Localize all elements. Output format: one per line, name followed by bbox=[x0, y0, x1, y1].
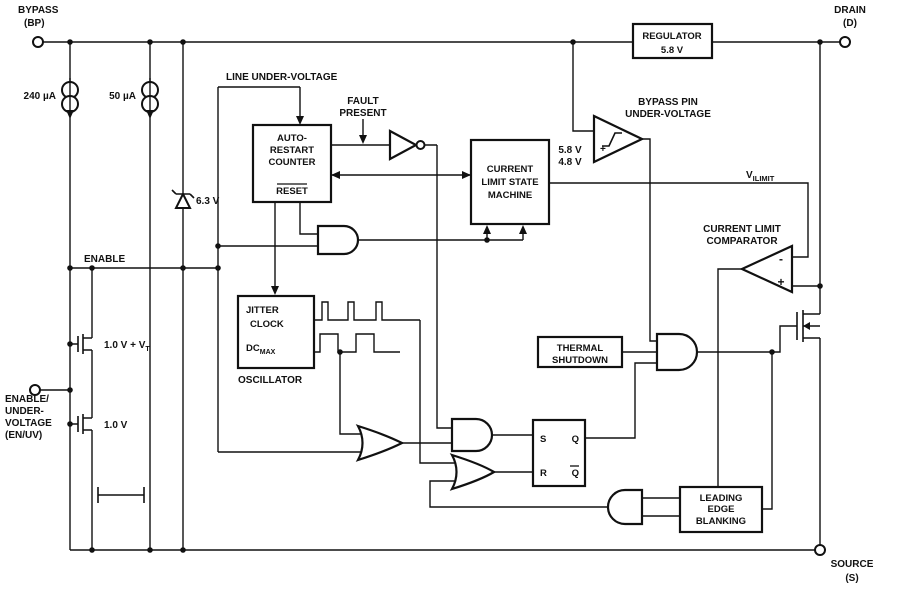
current-limit-comparator-label-1: CURRENT LIMIT bbox=[703, 224, 781, 235]
zener-diode bbox=[171, 189, 195, 209]
and-gate-leb bbox=[606, 488, 644, 526]
fault-present-label-1: FAULT bbox=[347, 96, 378, 107]
dcmax-waveform bbox=[314, 333, 400, 353]
counter-text-3: COUNTER bbox=[269, 157, 316, 168]
bypass-uv-label-2: UNDER-VOLTAGE bbox=[625, 109, 711, 120]
thermal-text-2: SHUTDOWN bbox=[552, 355, 608, 366]
enuv-label-2: UNDER- bbox=[5, 406, 44, 417]
wire-logic bbox=[274, 42, 657, 508]
counter-text-1: AUTO- bbox=[277, 133, 307, 144]
dcmax-main: DC bbox=[246, 343, 260, 354]
fault-present-label-2: PRESENT bbox=[339, 108, 386, 119]
drain-pin-label: (D) bbox=[843, 18, 857, 29]
state-machine-text-3: MACHINE bbox=[488, 190, 532, 201]
current-limit-comparator-label-2: COMPARATOR bbox=[706, 236, 778, 247]
threshold-vt-label: 1.0 V + VT bbox=[104, 340, 150, 353]
comparator-plus-sign: + bbox=[777, 275, 784, 289]
hysteresis-icon bbox=[602, 132, 622, 147]
state-machine-text-1: CURRENT bbox=[487, 164, 534, 175]
oscillator-clock-text: CLOCK bbox=[250, 319, 284, 330]
bypass-label: BYPASS bbox=[18, 5, 59, 16]
drain-terminal bbox=[839, 36, 851, 48]
auto-restart-counter-block bbox=[251, 123, 333, 204]
inverter-triangle bbox=[388, 129, 419, 161]
state-machine-text-2: LIMIT STATE bbox=[481, 177, 538, 188]
zener-bar bbox=[171, 189, 195, 199]
source-pin-label: (S) bbox=[845, 573, 858, 584]
enable-label: ENABLE bbox=[84, 254, 125, 265]
and-gate-gatedrive bbox=[655, 332, 699, 372]
oscillator-label: OSCILLATOR bbox=[238, 375, 303, 386]
wire-rails bbox=[43, 41, 840, 551]
comparator-minus-sign: - bbox=[779, 252, 783, 266]
bypass-pin-label: (BP) bbox=[24, 18, 45, 29]
or-gate-enable bbox=[355, 424, 405, 462]
and-gate-set bbox=[450, 417, 494, 453]
counter-reset-text: RESET bbox=[276, 186, 308, 197]
line-under-voltage-label: LINE UNDER-VOLTAGE bbox=[226, 72, 338, 83]
current-limit-state-machine-block bbox=[469, 138, 551, 226]
latch-q-text: Q bbox=[572, 434, 579, 445]
leading-edge-blanking-block bbox=[678, 485, 764, 534]
bypass-uv-comparator bbox=[592, 114, 645, 164]
and-gate-counter bbox=[316, 224, 360, 256]
vilimit-label: VILIMIT bbox=[746, 170, 775, 183]
source-terminal bbox=[814, 544, 826, 556]
wire-right bbox=[549, 182, 820, 517]
oscillator-block bbox=[236, 294, 316, 370]
oscillator-dcmax-text: DCMAX bbox=[246, 343, 276, 356]
counter-text-2: RESTART bbox=[270, 145, 314, 156]
comparator-triangle bbox=[592, 114, 645, 164]
bypass-comparator-plus: + bbox=[600, 144, 606, 155]
vilimit-main: V bbox=[746, 170, 753, 181]
mosfet-body-arrow bbox=[803, 322, 810, 330]
vt-main: 1.0 V + V bbox=[104, 340, 146, 351]
leb-text-3: BLANKING bbox=[696, 516, 746, 527]
threshold-58-label: 5.8 V bbox=[558, 145, 582, 156]
sense-mosfet-upper bbox=[77, 334, 84, 354]
enuv-label-1: ENABLE/ bbox=[5, 394, 49, 405]
thermal-shutdown-block bbox=[536, 335, 624, 369]
enuv-label-4: (EN/UV) bbox=[5, 430, 42, 441]
current-source-240ua bbox=[61, 78, 79, 113]
bypass-uv-label-1: BYPASS PIN bbox=[638, 97, 698, 108]
vilimit-sub: ILIMIT bbox=[753, 174, 775, 183]
or-gate-reset bbox=[449, 453, 497, 491]
inverter-bubble bbox=[415, 140, 426, 150]
vt-sub: T bbox=[145, 346, 150, 353]
sense-mosfet-lower bbox=[77, 414, 84, 434]
leb-text-2: EDGE bbox=[708, 504, 735, 515]
regulator-block bbox=[631, 22, 714, 60]
current-240ua-label: 240 µA bbox=[24, 91, 56, 102]
zener-voltage-label: 6.3 V bbox=[196, 196, 220, 207]
enuv-label-3: VOLTAGE bbox=[5, 418, 52, 429]
inverter-gate bbox=[388, 129, 426, 161]
latch-qbar-text: Q bbox=[572, 468, 579, 479]
current-source-50ua bbox=[141, 78, 159, 113]
drain-label: DRAIN bbox=[834, 5, 866, 16]
bypass-terminal bbox=[32, 36, 44, 48]
zener-triangle bbox=[174, 191, 192, 209]
clock-waveform bbox=[314, 301, 420, 321]
threshold-48-label: 4.8 V bbox=[558, 157, 582, 168]
threshold-10v-label: 1.0 V bbox=[104, 420, 128, 431]
leb-text-1: LEADING bbox=[700, 493, 743, 504]
wire-left-column bbox=[40, 42, 368, 550]
wires bbox=[40, 41, 840, 551]
power-mosfet bbox=[796, 310, 810, 342]
current-50ua-label: 50 µA bbox=[109, 91, 136, 102]
source-label: SOURCE bbox=[831, 559, 874, 570]
oscillator-jitter-text: JITTER bbox=[246, 305, 279, 316]
latch-s-text: S bbox=[540, 434, 546, 445]
dcmax-sub: MAX bbox=[260, 349, 276, 356]
latch-r-text: R bbox=[540, 468, 547, 479]
thermal-text-1: THERMAL bbox=[557, 343, 604, 354]
regulator-text-1: REGULATOR bbox=[642, 31, 701, 42]
regulator-text-2: 5.8 V bbox=[661, 45, 684, 56]
sr-latch-block bbox=[531, 418, 587, 488]
current-limit-comparator bbox=[739, 244, 794, 294]
enuv-terminal bbox=[29, 384, 41, 396]
